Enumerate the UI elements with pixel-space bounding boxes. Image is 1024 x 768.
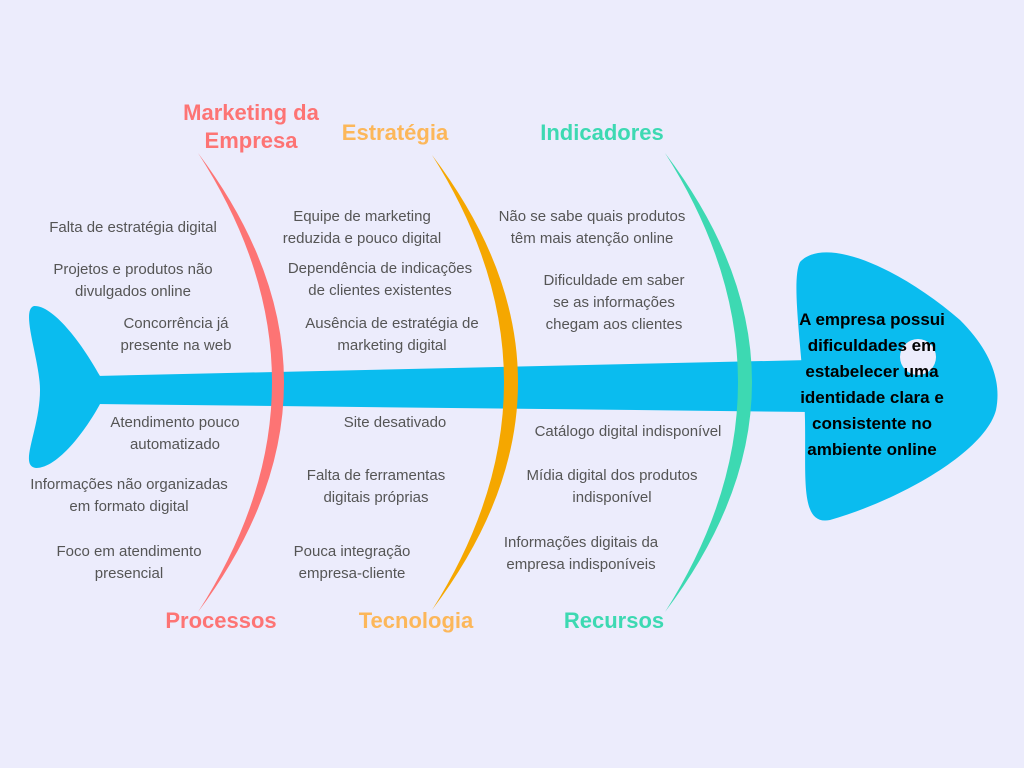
cause: Atendimento pouco automatizado <box>110 414 240 453</box>
cause: Ausência de estratégia de marketing digi… <box>305 315 479 354</box>
fish-spine <box>96 360 810 412</box>
cause: Concorrência já presente na web <box>120 315 232 354</box>
cause: Foco em atendimento presencial <box>56 543 202 582</box>
category-indicadores: Indicadores <box>540 120 664 145</box>
cause: Pouca integração empresa-cliente <box>293 543 411 582</box>
cause: Projetos e produtos não divulgados onlin… <box>53 261 213 300</box>
cause: Mídia digital dos produtos indisponível <box>526 467 698 506</box>
fish-head <box>796 252 998 521</box>
cause: Informações não organizadas em formato d… <box>30 476 228 515</box>
cause: Dependência de indicações de clientes ex… <box>287 260 473 299</box>
cause: Falta de estratégia digital <box>49 219 217 236</box>
marketing-processos-bone <box>198 153 284 612</box>
cause: Equipe de marketing reduzida e pouco dig… <box>282 208 442 247</box>
cause: Informações digitais da empresa indispon… <box>503 534 659 573</box>
category-estrategia: Estratégia <box>341 120 449 145</box>
category-tecnologia: Tecnologia <box>358 608 474 633</box>
fish-tail <box>28 305 100 468</box>
category-processos: Processos <box>165 608 277 633</box>
category-marketing: Marketing da Empresa <box>183 100 319 153</box>
indicadores-recursos-bone <box>665 153 752 612</box>
fish-eye <box>900 339 936 375</box>
cause: Falta de ferramentas digitais próprias <box>306 467 446 506</box>
category-recursos: Recursos <box>563 608 665 633</box>
cause: Dificuldade em saber se as informações c… <box>543 272 685 333</box>
problem-statement: A empresa possui dificuldades em estabel… <box>799 310 945 459</box>
cause: Site desativado <box>343 414 447 431</box>
estrategia-tecnologia-bone <box>432 155 518 610</box>
cause: Catálogo digital indisponível <box>534 423 722 440</box>
cause: Não se sabe quais produtos têm mais aten… <box>498 208 686 247</box>
